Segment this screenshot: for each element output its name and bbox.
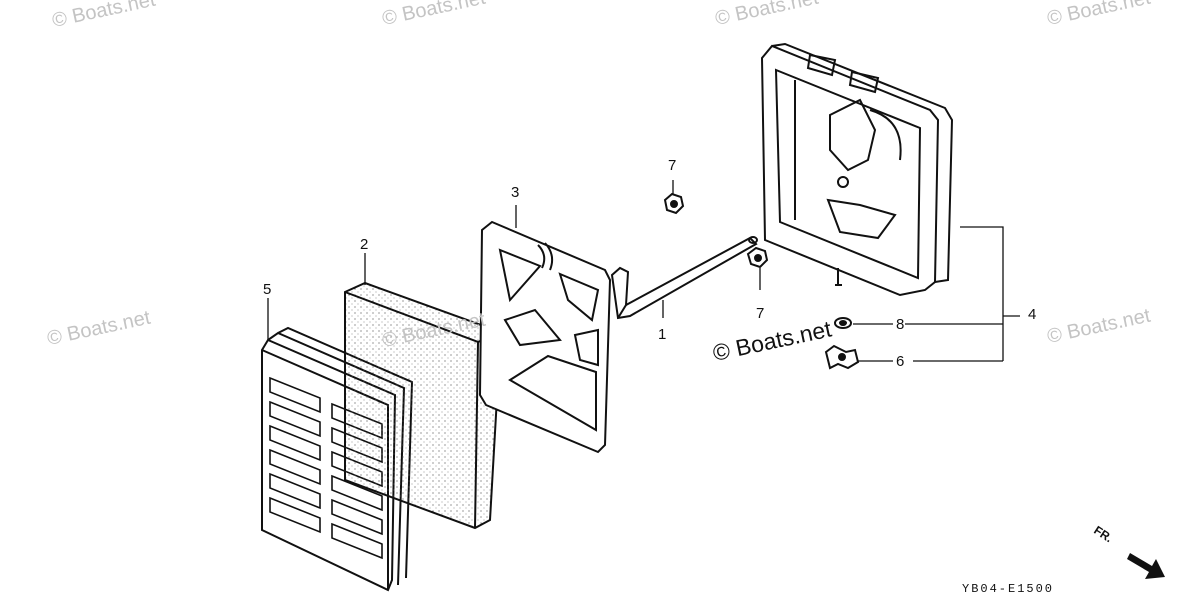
- callout-6: 6: [896, 353, 905, 370]
- part-8-washer: [834, 317, 852, 329]
- callout-7-upper: 7: [668, 157, 677, 174]
- callout-7-lower: 7: [756, 305, 765, 322]
- diagram-code: YB04-E1500: [962, 582, 1055, 596]
- callout-2: 2: [360, 236, 369, 253]
- part-7-nut-lower: [746, 246, 769, 269]
- part-4-case: [760, 42, 954, 297]
- callout-8: 8: [896, 316, 905, 333]
- part-6-wing-nut: [824, 344, 860, 370]
- front-direction-arrow: [1127, 553, 1165, 579]
- callout-5: 5: [263, 281, 272, 298]
- part-3-gasket: [478, 220, 612, 454]
- part-1-breather-tube: [610, 236, 758, 320]
- callout-1: 1: [658, 326, 667, 343]
- part-7-nut-upper: [663, 192, 685, 215]
- callout-3: 3: [511, 184, 520, 201]
- leader-lines: [267, 180, 1020, 362]
- callout-4: 4: [1028, 306, 1037, 323]
